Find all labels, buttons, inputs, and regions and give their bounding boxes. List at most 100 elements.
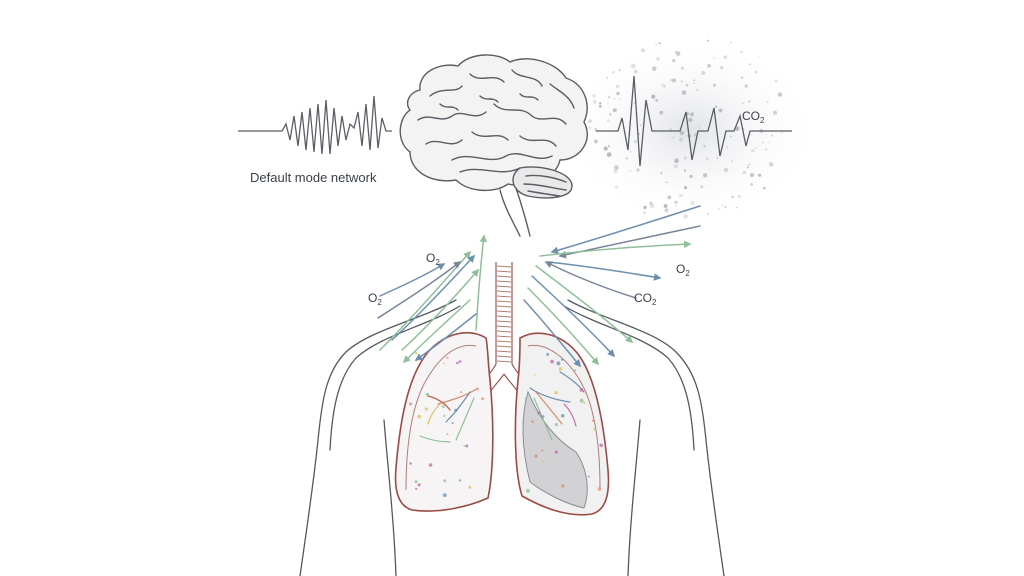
lung-dot [599, 443, 603, 448]
lung-dot [546, 352, 550, 356]
lung-dot [459, 479, 462, 482]
co2-particle [717, 208, 720, 210]
co2-particle [684, 169, 687, 172]
trachea-ring [496, 275, 512, 278]
lung-dot [560, 358, 564, 361]
co2-particle [640, 48, 645, 53]
co2-particle [723, 55, 728, 60]
co2-particle [716, 157, 719, 159]
trachea-ring [496, 295, 512, 298]
lung-dot [417, 483, 421, 487]
co2-particle [675, 51, 677, 53]
lung-dot [456, 361, 459, 365]
lung-dot [442, 493, 447, 497]
co2-particle [667, 195, 672, 200]
co2-particle [678, 194, 682, 197]
co2-particle [651, 66, 657, 71]
co2-particle [731, 195, 734, 199]
co2-particle [633, 140, 637, 144]
co2-particle [766, 101, 769, 103]
co2-particle [615, 84, 620, 89]
lung-dot [468, 485, 472, 489]
lung-dot [558, 367, 563, 371]
lung-dot [409, 462, 412, 465]
co2-particle [775, 80, 778, 83]
co2-particle [700, 185, 704, 189]
lung-dot [443, 414, 446, 417]
lung-dot [481, 397, 484, 401]
co2-particle [625, 157, 628, 160]
co2-particle [705, 157, 709, 161]
co2-particle [748, 100, 751, 103]
co2-particle [701, 70, 706, 76]
co2-particle [606, 77, 608, 79]
co2-particle [681, 66, 684, 70]
co2-particle [606, 152, 612, 158]
co2-particle [603, 146, 608, 151]
arrow-right-4 [547, 261, 662, 281]
lung-dot [591, 419, 595, 422]
co2-particle [703, 145, 706, 148]
lung-dot [588, 374, 590, 377]
co2-particle [777, 92, 783, 97]
arrow-right-1 [550, 205, 701, 254]
co2-particle [665, 181, 668, 184]
co2-particle [707, 64, 711, 68]
co2-particle [674, 158, 679, 163]
co2-particle [757, 56, 759, 58]
lung-dot [531, 420, 534, 424]
lung-dot [442, 405, 445, 408]
co2-particle [598, 105, 602, 108]
co2-particle [744, 84, 748, 88]
co2-particle [683, 156, 687, 160]
co2-particle [655, 44, 657, 46]
lung-dot [550, 359, 554, 364]
lung-dot [541, 460, 544, 463]
co2-particle [607, 102, 609, 105]
brainwave-right [596, 75, 792, 167]
lung-dot [560, 414, 565, 418]
co2-particle [655, 98, 659, 102]
co2-particle [679, 137, 684, 142]
label-co2-top: CO2 [742, 109, 765, 125]
lung-dot [579, 388, 584, 392]
co2-particle [671, 78, 676, 83]
lung-dot [415, 487, 418, 490]
co2-particle [720, 65, 724, 70]
lung-dot [556, 361, 561, 366]
lung-dot [573, 369, 577, 372]
gas-exchange-arrows [377, 205, 701, 368]
lung-dot [587, 475, 590, 478]
arrow-left-4 [377, 261, 462, 319]
co2-particle [629, 150, 632, 153]
lung-dot [460, 391, 463, 394]
lung-dot [579, 398, 584, 403]
lung-dot [425, 392, 430, 397]
arrow-left-3 [401, 268, 479, 351]
label-default-mode-network: Default mode network [250, 170, 377, 185]
trachea-ring [496, 290, 512, 293]
co2-particle [713, 57, 715, 59]
co2-particle [643, 211, 646, 215]
co2-particle [613, 97, 616, 100]
lung-dot [414, 351, 418, 355]
lung-dot [525, 488, 530, 493]
lung-dot [414, 480, 418, 484]
arrow-up-center [475, 234, 487, 331]
co2-particle [749, 63, 751, 65]
co2-particle [769, 162, 774, 167]
co2-particle [594, 139, 598, 144]
co2-particle [723, 167, 729, 173]
co2-particle [742, 170, 747, 175]
arrow-left-2 [391, 254, 476, 341]
lung-dot [446, 433, 449, 435]
trachea-ring [496, 320, 512, 323]
co2-particle [679, 130, 685, 136]
lung-dot [443, 479, 447, 483]
co2-particle [672, 136, 675, 139]
co2-particle [730, 135, 732, 138]
co2-particle [696, 89, 699, 92]
co2-particle [618, 98, 621, 100]
trachea-ring [496, 285, 512, 288]
